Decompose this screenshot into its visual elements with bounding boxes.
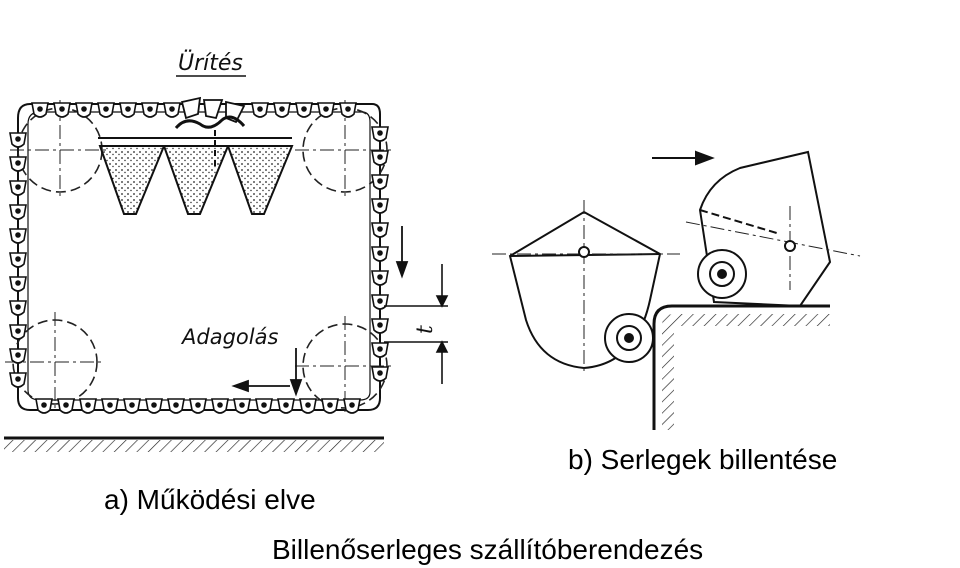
bucket — [31, 102, 49, 118]
bucket — [299, 398, 317, 414]
bucket — [9, 276, 27, 292]
bucket — [145, 398, 163, 414]
bucket — [251, 102, 269, 118]
bucket — [371, 150, 389, 166]
bucket — [371, 318, 389, 334]
bucket — [321, 398, 339, 414]
bucket — [371, 294, 389, 310]
bucket — [9, 156, 27, 172]
bucket — [97, 102, 115, 118]
tipping-buckets — [174, 96, 246, 130]
bucket — [53, 102, 71, 118]
bucket — [9, 324, 27, 340]
bucket — [343, 398, 361, 414]
bucket — [9, 300, 27, 316]
bucket — [317, 102, 335, 118]
feeding-label: Adagolás — [180, 325, 278, 349]
bucket — [101, 398, 119, 414]
rollers — [578, 240, 796, 363]
bucket — [57, 398, 75, 414]
hoppers — [98, 130, 294, 215]
direction-arrow — [652, 150, 715, 166]
pitch-dimension — [384, 264, 449, 384]
bucket — [163, 102, 181, 118]
bucket — [9, 372, 27, 388]
motion-arrows — [231, 226, 409, 397]
guide-rail — [652, 304, 830, 430]
bucket — [167, 398, 185, 414]
bucket — [9, 204, 27, 220]
bucket — [141, 102, 159, 118]
bucket — [371, 270, 389, 286]
bucket — [371, 174, 389, 190]
buckets — [9, 102, 389, 414]
bucket — [371, 366, 389, 382]
bucket — [371, 246, 389, 262]
bucket — [295, 102, 313, 118]
ground — [4, 436, 384, 452]
figure-title: Billenőserleges szállítóberendezés — [272, 534, 704, 565]
caption-part-b: b) Serlegek billentése — [568, 444, 838, 475]
bucket — [277, 398, 295, 414]
bucket — [371, 198, 389, 214]
bucket — [75, 102, 93, 118]
bucket — [189, 398, 207, 414]
caption-part-a: a) Működési elve — [104, 484, 316, 515]
bucket — [273, 102, 291, 118]
bucket — [371, 342, 389, 358]
pitch-label: t — [413, 325, 438, 334]
emptying-label: Ürítés — [178, 50, 243, 76]
bucket — [339, 102, 357, 118]
bucket — [9, 180, 27, 196]
bucket — [233, 398, 251, 414]
bucket — [119, 102, 137, 118]
bucket — [9, 132, 27, 148]
bucket — [211, 398, 229, 414]
bucket — [35, 398, 53, 414]
bucket — [79, 398, 97, 414]
bucket — [255, 398, 273, 414]
bucket — [123, 398, 141, 414]
bucket — [371, 222, 389, 238]
bucket — [9, 252, 27, 268]
bucket — [9, 228, 27, 244]
bucket — [371, 126, 389, 142]
bucket — [9, 348, 27, 364]
